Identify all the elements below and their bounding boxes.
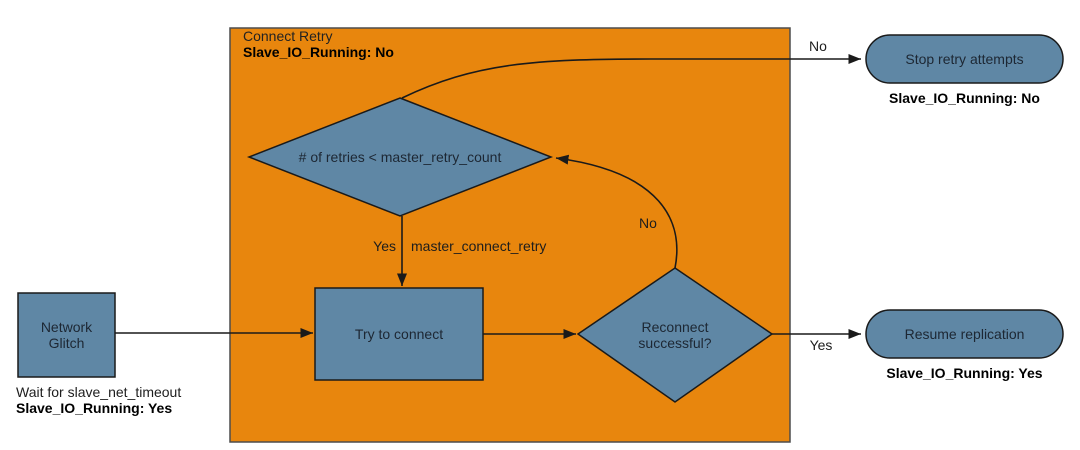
container-title-line: Connect Retry xyxy=(243,28,333,44)
stop-retry-terminator xyxy=(865,34,1064,84)
resume-replication-label: Resume replication xyxy=(866,310,1063,358)
edge-label-retry-interval: master_connect_retry xyxy=(411,238,547,254)
reconnect-decision-diamond xyxy=(576,267,774,403)
network-glitch-caption-line1: Wait for slave_net_timeout xyxy=(16,384,182,400)
edge-label-reconnect-no: No xyxy=(639,215,657,231)
container-subtitle: Slave_IO_Running: No xyxy=(243,44,394,60)
retry-decision-diamond xyxy=(246,97,554,217)
network-glitch-caption: Wait for slave_net_timeout Slave_IO_Runn… xyxy=(16,384,181,416)
container-title: Connect Retry Slave_IO_Running: No xyxy=(243,28,394,60)
edge-label-retry-no: No xyxy=(809,38,827,54)
network-glitch-caption-line2: Slave_IO_Running: Yes xyxy=(16,400,173,416)
edge-retry-no-to-stop xyxy=(401,54,861,99)
reconnect-text-line1: Reconnect xyxy=(641,319,709,335)
network-glitch-label: Network Glitch xyxy=(18,293,115,377)
resume-replication-caption: Slave_IO_Running: Yes xyxy=(886,365,1043,381)
edge-reconnect-no-loop xyxy=(555,154,678,269)
resume-replication-text: Resume replication xyxy=(904,326,1025,342)
retry-decision-label: # of retries < master_retry_count xyxy=(260,98,540,216)
network-glitch-line2: Glitch xyxy=(48,335,85,351)
edge-label-retry-yes: Yes xyxy=(373,238,396,254)
network-glitch-line1: Network xyxy=(40,319,93,335)
try-connect-label: Try to connect xyxy=(315,288,483,380)
try-connect-text: Try to connect xyxy=(354,326,444,342)
stop-retry-caption: Slave_IO_Running: No xyxy=(889,90,1040,106)
edge-label-reconnect-yes: Yes xyxy=(809,337,833,353)
resume-replication-terminator xyxy=(865,309,1064,359)
network-glitch-box xyxy=(17,292,116,378)
stop-retry-label: Stop retry attempts xyxy=(866,35,1063,83)
reconnect-decision-label: Reconnect successful? xyxy=(595,268,755,402)
retry-decision-text: # of retries < master_retry_count xyxy=(298,149,502,165)
reconnect-text-line2: successful? xyxy=(638,335,712,351)
try-connect-box xyxy=(314,287,484,381)
stop-retry-text: Stop retry attempts xyxy=(905,51,1024,67)
